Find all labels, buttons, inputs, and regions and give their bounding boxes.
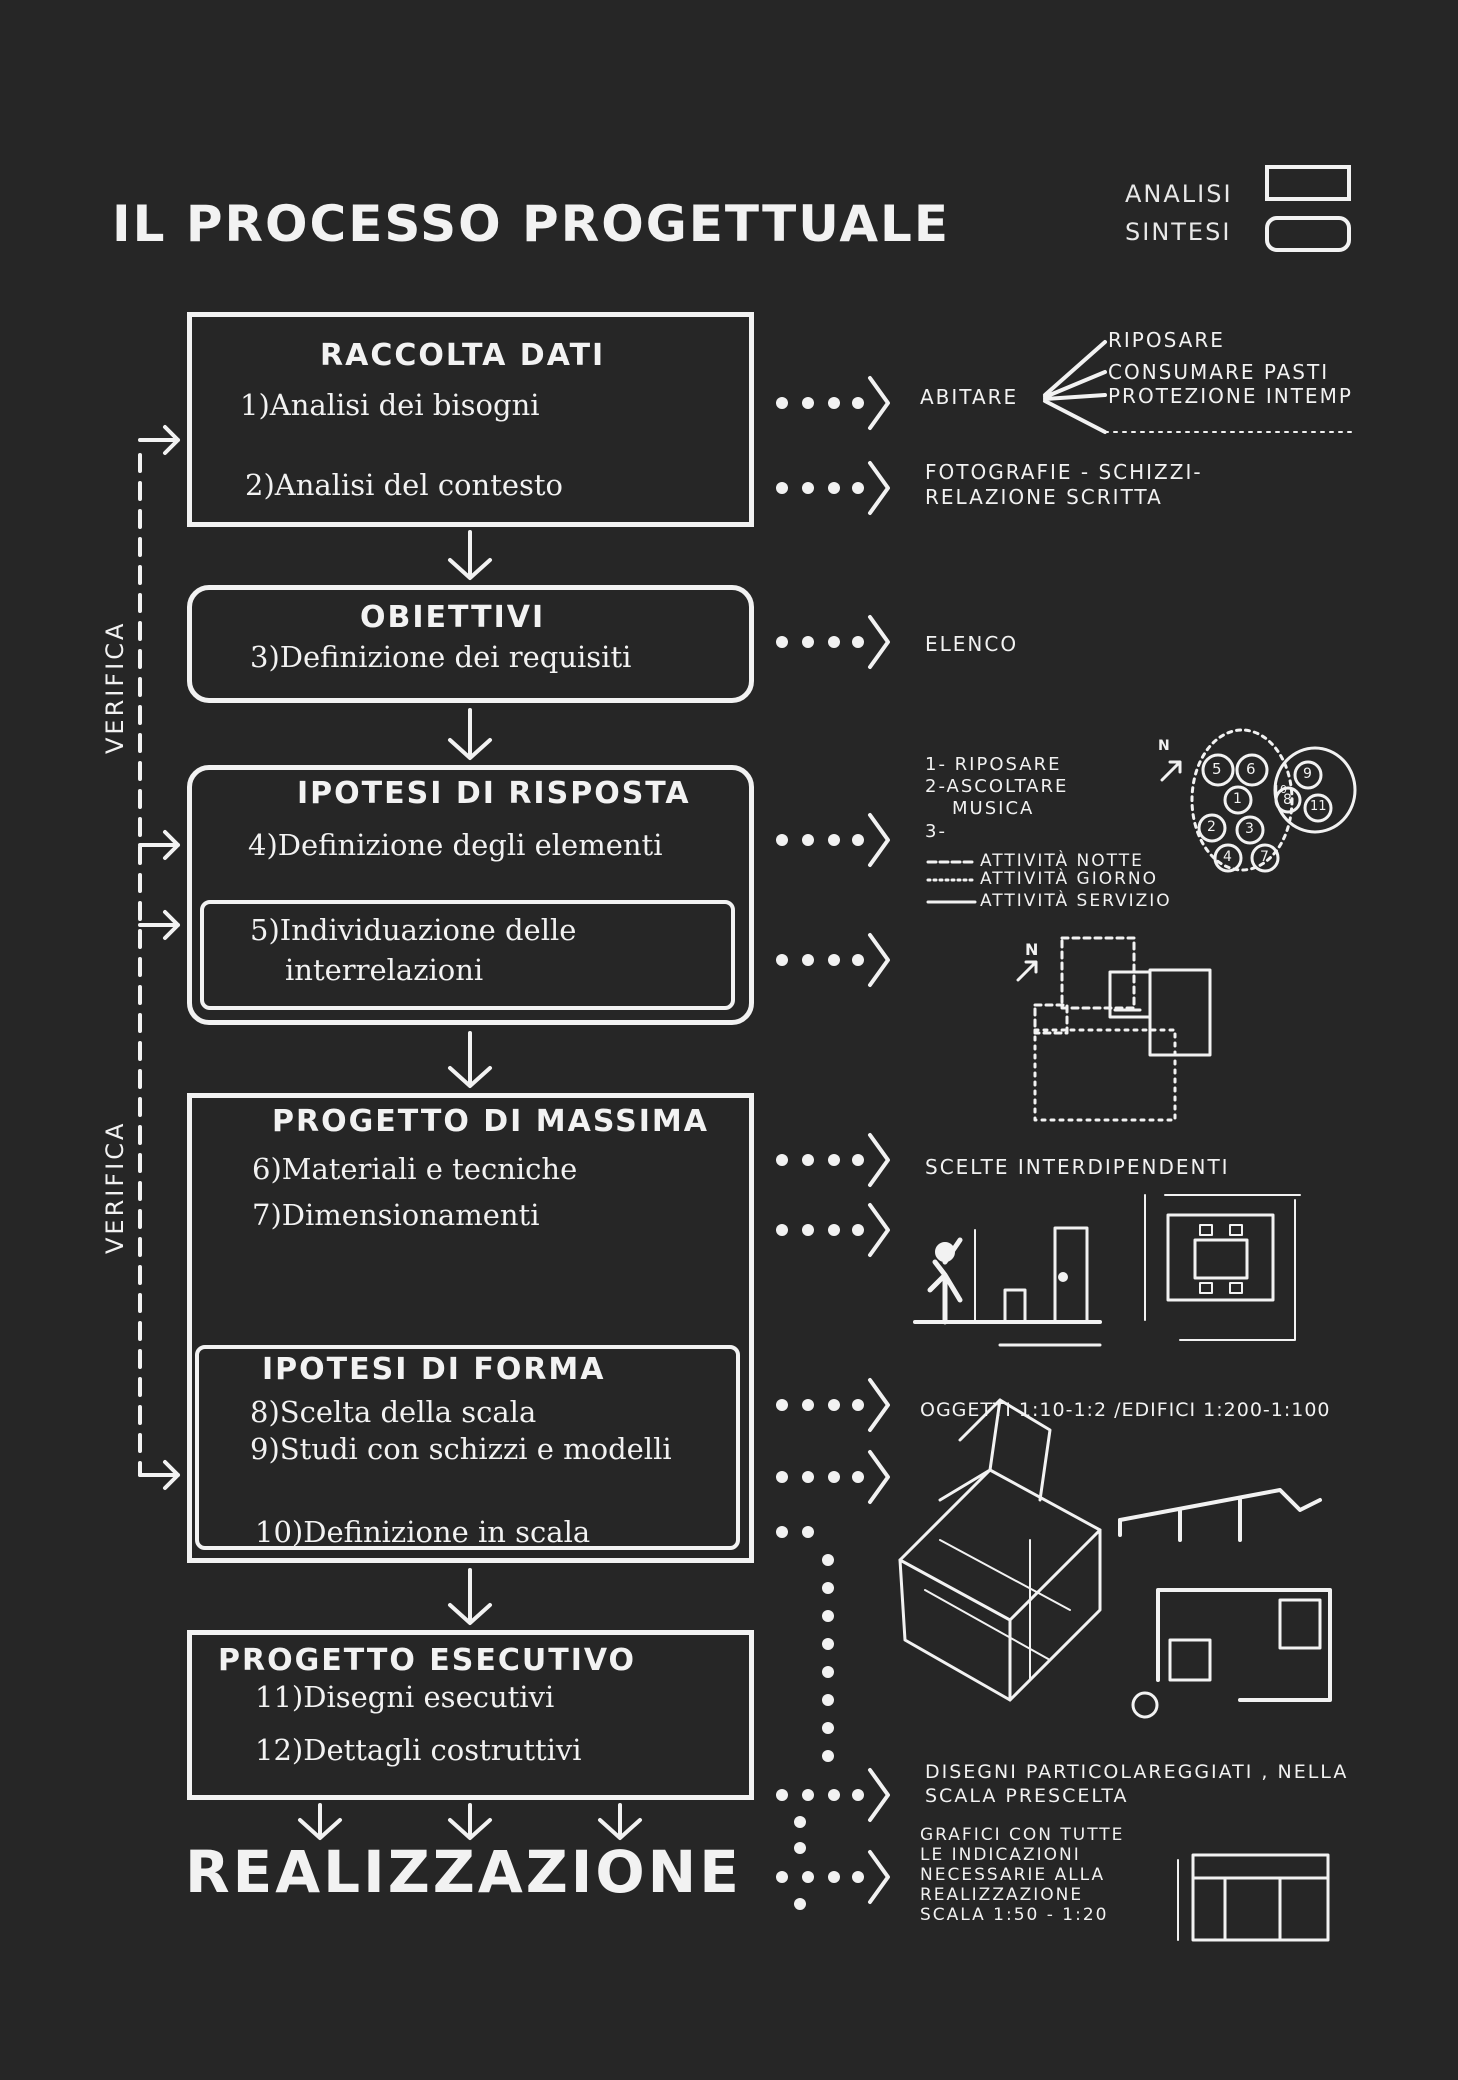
chevron-2 <box>868 461 890 515</box>
activity-2-cont: MUSICA <box>952 798 1035 819</box>
north-label-2: N <box>1025 940 1039 959</box>
dotted-arrows <box>776 397 864 1910</box>
chevron-1 <box>868 376 890 430</box>
down-arrow-5 <box>298 1803 342 1840</box>
legend-notte: ATTIVITÀ NOTTE <box>980 851 1144 871</box>
obiettivi-heading: OBIETTIVI <box>360 600 546 635</box>
forma-item-10: 10)Definizione in scala <box>255 1515 591 1549</box>
abitare-note: ABITARE <box>920 385 1019 409</box>
raccolta-dati-box <box>187 312 754 527</box>
progetto-esecutivo-box <box>187 1630 754 1800</box>
esecutivo-item-12: 12)Dettagli costruttivi <box>255 1733 582 1767</box>
obiettivi-box <box>187 585 754 703</box>
bubble-label: 2 <box>1207 819 1216 835</box>
verifica-arrow-1 <box>138 425 180 455</box>
legend-analysis-label: ANALISI <box>1125 180 1233 208</box>
ipotesi-forma-inner-box <box>195 1345 740 1550</box>
massima-item-7: 7)Dimensionamenti <box>252 1198 540 1232</box>
oggetti-note: OGGETTI 1:10-1:2 /EDIFICI 1:200-1:100 <box>920 1399 1331 1421</box>
chevron-10 <box>868 1768 890 1822</box>
bubble-label: 8 <box>1283 792 1292 808</box>
chevron-8 <box>868 1378 890 1432</box>
progetto-massima-heading: PROGETTO DI MASSIMA <box>272 1104 709 1139</box>
down-arrow-1 <box>448 530 492 580</box>
realizzazione-label: REALIZZAZIONE <box>185 1838 742 1906</box>
bubble-label: 10 <box>1273 783 1287 796</box>
verifica-arrow-2 <box>138 830 180 860</box>
grafici-note-line-2: LE INDICAZIONI <box>920 1845 1081 1865</box>
chevron-5 <box>868 933 890 987</box>
bubble-label: 11 <box>1310 799 1327 814</box>
progetto-massima-box <box>187 1093 754 1563</box>
grafici-note-line-3: NECESSARIE ALLA <box>920 1865 1106 1885</box>
abitare-branches <box>1043 340 1107 434</box>
down-arrow-3 <box>448 1031 492 1088</box>
raccolta-item-2: 2)Analisi del contesto <box>245 468 564 502</box>
forma-item-8: 8)Scelta della scala <box>250 1395 537 1429</box>
north-label-1: N <box>1158 738 1170 754</box>
bubble-label: 5 <box>1212 760 1222 778</box>
disegni-note-line-1: DISEGNI PARTICOLAREGGIATI , NELLA <box>925 1761 1349 1783</box>
abitare-branch-1: RIPOSARE <box>1108 328 1225 352</box>
elenco-note: ELENCO <box>925 632 1019 656</box>
down-arrow-6 <box>448 1803 492 1840</box>
down-arrow-2 <box>448 708 492 760</box>
down-arrow-7 <box>598 1803 642 1840</box>
chevron-4 <box>868 813 890 867</box>
ipotesi-forma-heading: IPOTESI DI FORMA <box>262 1352 606 1387</box>
grafici-note-line-5: SCALA 1:50 - 1:20 <box>920 1905 1109 1925</box>
down-arrow-4 <box>448 1568 492 1625</box>
activity-2: 2-ASCOLTARE <box>925 776 1069 797</box>
bubble-label: 4 <box>1223 849 1232 865</box>
obiettivi-item-3: 3)Definizione dei requisiti <box>250 640 632 674</box>
bubble-label: 6 <box>1246 760 1256 778</box>
chevron-11 <box>868 1850 890 1904</box>
esecutivo-item-11: 11)Disegni esecutivi <box>255 1680 555 1714</box>
north-arrow-1 <box>1160 760 1182 782</box>
chevron-6 <box>868 1133 890 1187</box>
disegni-note-line-2: SCALA PRESCELTA <box>925 1785 1129 1807</box>
ipotesi-risposta-heading: IPOTESI DI RISPOSTA <box>297 776 691 811</box>
massima-item-6: 6)Materiali e tecniche <box>252 1152 578 1186</box>
legend-synthesis-box <box>1265 216 1351 252</box>
grafici-note-line-1: GRAFICI CON TUTTE <box>920 1825 1125 1845</box>
foto-note-line-1: FOTOGRAFIE - SCHIZZI- <box>925 460 1203 484</box>
legend-servizio: ATTIVITÀ SERVIZIO <box>980 891 1172 911</box>
ipotesi-risposta-box <box>187 765 754 1025</box>
foto-note-line-2: RELAZIONE SCRITTA <box>925 485 1163 509</box>
bubble-label: 9 <box>1303 766 1312 782</box>
raccolta-item-1: 1)Analisi dei bisogni <box>240 388 540 422</box>
abitare-branch-3: PROTEZIONE INTEMP <box>1108 384 1353 408</box>
chevron-9 <box>868 1450 890 1504</box>
chevron-3 <box>868 615 890 669</box>
legend-analysis-box <box>1265 165 1351 201</box>
legend-synthesis-label: SINTESI <box>1125 218 1232 246</box>
verifica-arrow-3 <box>138 910 180 940</box>
north-arrow-2 <box>1016 960 1038 982</box>
bubble-label: 7 <box>1260 849 1269 865</box>
progetto-esecutivo-heading: PROGETTO ESECUTIVO <box>218 1643 637 1678</box>
ipotesi-item-5: 5)Individuazione delle <box>250 913 577 947</box>
bubble-label: 3 <box>1245 821 1254 837</box>
forma-item-9: 9)Studi con schizzi e modelli <box>250 1432 672 1466</box>
ipotesi-item-5-cont: interrelazioni <box>285 953 484 987</box>
activity-3: 3- <box>925 821 947 842</box>
abitare-branch-2: CONSUMARE PASTI <box>1108 360 1330 384</box>
verifica-arrow-4 <box>138 1460 180 1490</box>
ipotesi-item-4: 4)Definizione degli elementi <box>248 828 663 862</box>
legend-giorno: ATTIVITÀ GIORNO <box>980 869 1159 889</box>
bubble-label: 1 <box>1233 791 1242 807</box>
chevron-7 <box>868 1203 890 1257</box>
scelte-note: SCELTE INTERDIPENDENTI <box>925 1155 1230 1179</box>
activity-1: 1- RIPOSARE <box>925 754 1062 775</box>
page-title: IL PROCESSO PROGETTUALE <box>112 195 951 253</box>
interrelazioni-inner-box <box>200 900 735 1010</box>
grafici-note-line-4: REALIZZAZIONE <box>920 1885 1084 1905</box>
raccolta-dati-heading: RACCOLTA DATI <box>320 338 606 373</box>
